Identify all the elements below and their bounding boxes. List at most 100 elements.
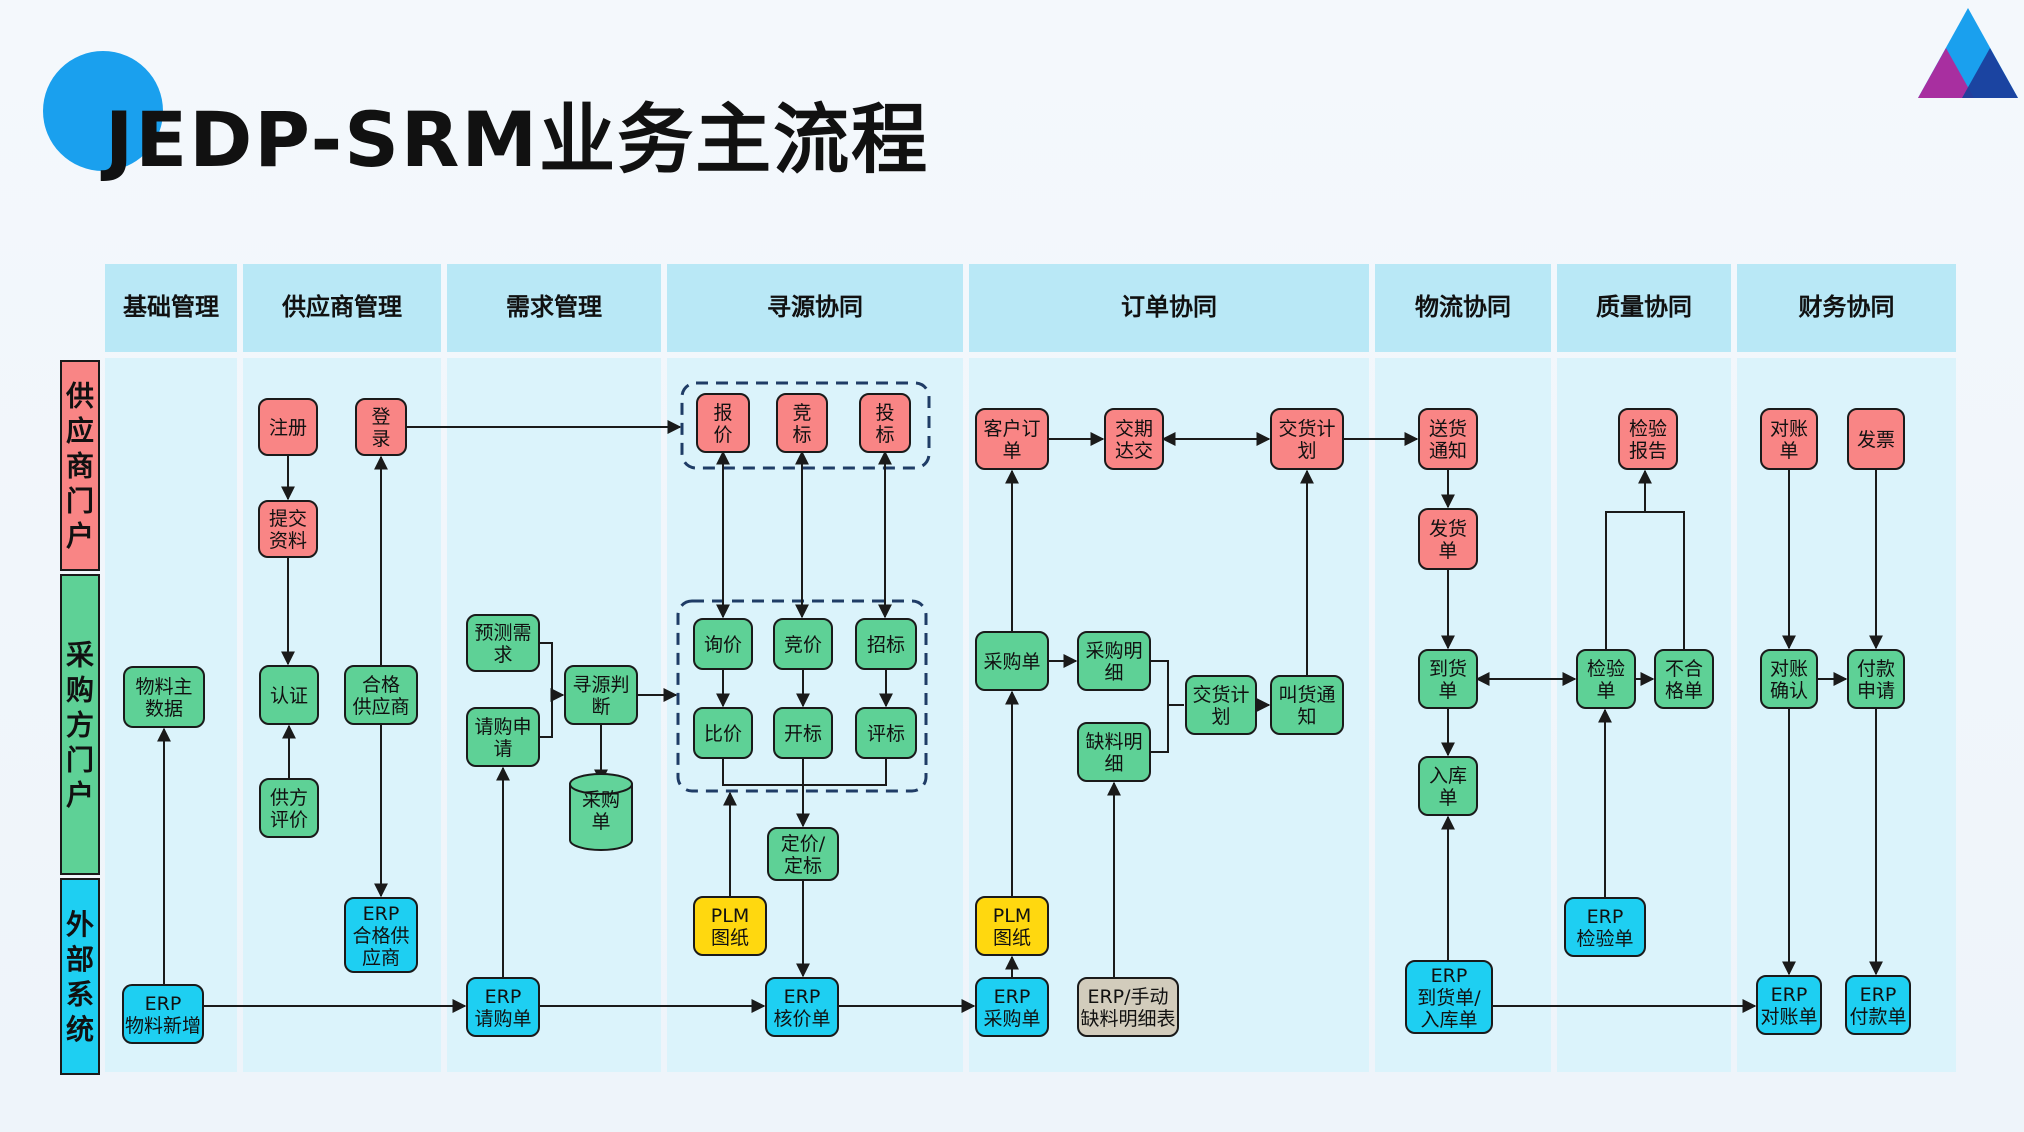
node-label-po-detail: 采购明 [1085, 640, 1142, 662]
node-label-confirm: 对账 [1770, 658, 1808, 680]
node-delivery-date [1104, 408, 1164, 470]
node-label-stock-in: 入库 [1429, 765, 1467, 787]
node-bid [776, 393, 828, 453]
node-plm2 [975, 896, 1049, 956]
node-label-material: 物料主 [135, 676, 192, 698]
node-label-register: 注册 [269, 417, 307, 439]
node-label-cust-order: 单 [1002, 440, 1021, 462]
lane-label-char: 户 [66, 520, 94, 553]
node-label-erp-po: ERP [994, 986, 1031, 1008]
node-label-supplier-eval: 供方 [270, 787, 308, 809]
column-band-finance [1737, 358, 1956, 1072]
node-ship-notice [1418, 408, 1478, 470]
node-label-erp-manual: ERP/手动 [1087, 986, 1168, 1008]
column-header-supplier: 供应商管理 [281, 293, 402, 321]
column-header-order: 订单协同 [1121, 293, 1217, 321]
column-header-bg-sourcing [667, 264, 963, 352]
node-label-erp-po: 采购单 [983, 1008, 1040, 1030]
node-label-po-database: 单 [591, 811, 610, 833]
node-erp-price [765, 977, 839, 1037]
node-label-erp-qualified: ERP [363, 903, 400, 925]
node-label-pay-request: 付款 [1857, 658, 1895, 680]
node-request [466, 707, 540, 767]
node-label-inquiry: 询价 [704, 634, 742, 656]
lane-label-char: 方 [66, 709, 94, 742]
node-label-erp-inspect: ERP [1587, 906, 1624, 928]
node-po [975, 631, 1049, 691]
node-label-invoice: 发票 [1857, 429, 1895, 451]
node-label-pricing: 定价/ [781, 833, 826, 855]
node-evaluate [855, 707, 917, 759]
node-label-invite: 招标 [867, 634, 905, 656]
node-label-submit: 提交 [269, 508, 307, 530]
lane-label-char: 商 [66, 450, 94, 483]
lane-label-char: 供 [65, 380, 94, 413]
node-label-po: 采购单 [983, 651, 1040, 673]
node-judge [564, 665, 638, 725]
node-quote [696, 393, 750, 453]
lane-label-char: 部 [66, 943, 94, 976]
node-erp-material [122, 984, 204, 1044]
connector [722, 758, 887, 786]
node-inspect [1576, 649, 1636, 709]
node-label-plm2: 图纸 [993, 927, 1031, 949]
node-confirm [1760, 649, 1818, 709]
column-band-logistics [1375, 358, 1551, 1072]
connector [1150, 660, 1184, 706]
node-label-certify: 认证 [270, 685, 308, 707]
node-label-po-detail: 细 [1104, 662, 1123, 684]
lane-label-char: 统 [66, 1013, 94, 1046]
node-label-erp-qualified: 合格供 [352, 925, 409, 947]
node-material [123, 666, 205, 728]
column-header-bg-demand [447, 264, 661, 352]
node-label-erp-material: ERP [145, 993, 182, 1015]
column-header-bg-base [105, 264, 237, 352]
node-label-bid: 竞 [792, 402, 811, 424]
node-ship-order [1418, 508, 1478, 570]
node-label-qualified: 供应商 [352, 696, 409, 718]
node-label-bid: 标 [792, 424, 811, 446]
connector [1150, 705, 1169, 753]
node-delivery-plan-s [1270, 408, 1344, 470]
node-label-compete: 竞价 [784, 634, 822, 656]
node-erp-po [975, 977, 1049, 1037]
node-register [258, 398, 318, 456]
node-label-inspect: 单 [1596, 680, 1615, 702]
brand-logo [1918, 8, 2018, 98]
node-compete [773, 618, 833, 670]
node-stock-in [1418, 756, 1478, 816]
node-cust-order [975, 408, 1049, 470]
node-invoice [1847, 408, 1905, 470]
column-header-bg-quality [1557, 264, 1731, 352]
column-header-bg-finance [1737, 264, 1956, 352]
column-header-bg-order [969, 264, 1369, 352]
node-inspect-report [1618, 408, 1678, 470]
node-tender [859, 393, 911, 453]
node-pay-request [1847, 649, 1905, 709]
column-headers: 基础管理供应商管理需求管理寻源协同订单协同物流协同质量协同财务协同 [105, 264, 1956, 352]
lane-label-buyer [60, 574, 100, 875]
node-login [355, 398, 407, 456]
node-certify [259, 665, 319, 725]
node-label-erp-manual: 缺料明细表 [1080, 1008, 1175, 1030]
node-label-quote: 报 [713, 402, 732, 424]
node-inquiry [693, 618, 753, 670]
node-label-erp-arrival: ERP [1431, 965, 1468, 987]
node-label-erp-price: ERP [784, 986, 821, 1008]
node-label-qualified: 合格 [362, 674, 400, 696]
node-label-delivery-plan-b: 交货计 [1192, 684, 1249, 706]
lane-label-external [60, 878, 100, 1075]
node-label-inspect-report: 检验 [1629, 418, 1667, 440]
node-label-inspect: 检验 [1587, 658, 1625, 680]
node-label-arrival: 单 [1438, 680, 1457, 702]
column-header-sourcing: 寻源协同 [767, 293, 863, 321]
node-label-erp-material: 物料新增 [125, 1015, 201, 1037]
lane-label-supplier [60, 360, 100, 571]
node-erp-qualified [344, 897, 418, 973]
node-label-arrival: 到货 [1429, 658, 1467, 680]
lane-label-char: 外 [66, 908, 94, 941]
node-plm1 [693, 896, 767, 956]
node-label-forecast: 预测需 [474, 622, 531, 644]
